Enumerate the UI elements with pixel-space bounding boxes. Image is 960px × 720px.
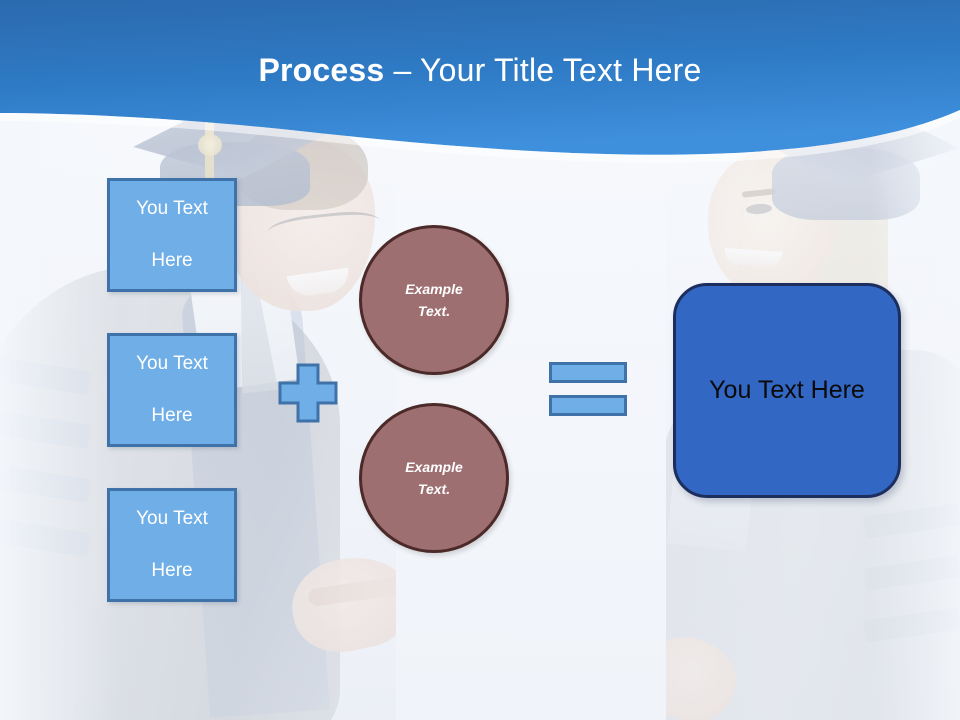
result-box-label: You Text Here	[709, 376, 865, 404]
example-circle-1-line1: Example	[405, 281, 463, 297]
plus-icon	[277, 362, 339, 424]
input-box-1-line2: Here	[151, 250, 193, 271]
equals-bar-top	[549, 362, 627, 383]
example-circle-2-line1: Example	[405, 459, 463, 475]
equals-bar-bottom	[549, 395, 627, 416]
input-box-1-line1: You Text	[136, 198, 208, 219]
input-box-2-line1: You Text	[136, 353, 208, 374]
example-circle-1[interactable]: Example Text.	[359, 225, 509, 375]
title-rest: Your Title Text Here	[420, 52, 702, 88]
man-tassel-knot	[198, 134, 222, 156]
equals-icon	[549, 362, 627, 420]
input-box-2[interactable]: You Text Here	[107, 333, 237, 447]
example-circle-2[interactable]: Example Text.	[359, 403, 509, 553]
example-circle-1-line2: Text.	[417, 303, 451, 319]
page-title: Process – Your Title Text Here	[0, 50, 960, 90]
input-box-3-line2: Here	[151, 560, 193, 581]
example-circle-2-line2: Text.	[417, 481, 451, 497]
result-box[interactable]: You Text Here	[673, 283, 901, 498]
title-separator: –	[384, 52, 421, 88]
input-box-3[interactable]: You Text Here	[107, 488, 237, 602]
input-box-1[interactable]: You Text Here	[107, 178, 237, 292]
input-box-2-line2: Here	[151, 405, 193, 426]
input-box-3-line1: You Text	[136, 508, 208, 529]
title-emphasis: Process	[258, 52, 385, 88]
